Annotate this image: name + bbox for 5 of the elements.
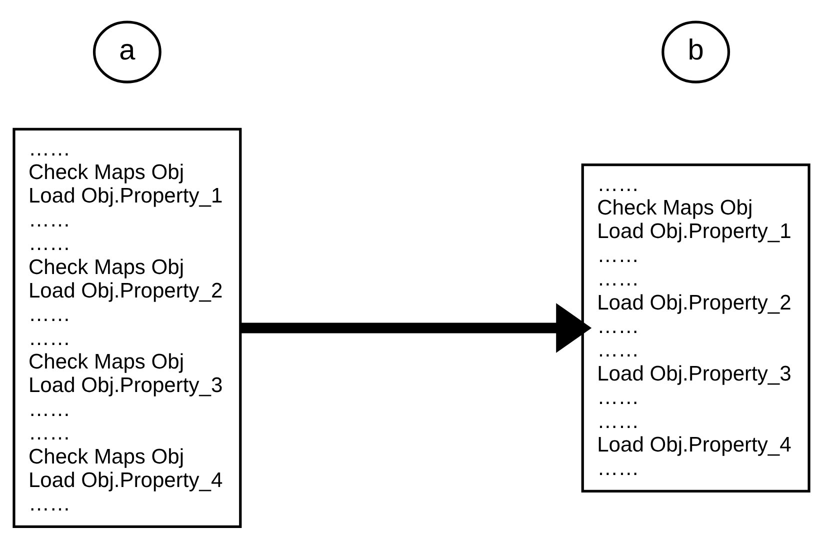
arrow [240,302,592,352]
node-box: …… Check Maps Obj Load Obj.Property_1 …… …… Load Obj.Property_2 …… …… Load Obj.Property_3 …… …… Load Obj.Property_4 …… [581,162,810,492]
node-circle: b [662,20,730,83]
node-box: …… Check Maps Obj Load Obj.Property_1 …… …… Check Maps Obj Load Obj.Property_2 …… …… Check Maps Obj Load Obj.Property_3 …… …… Check Maps Obj Load Obj.Property_4 …… [12,127,242,528]
node-circle: a [92,20,162,83]
